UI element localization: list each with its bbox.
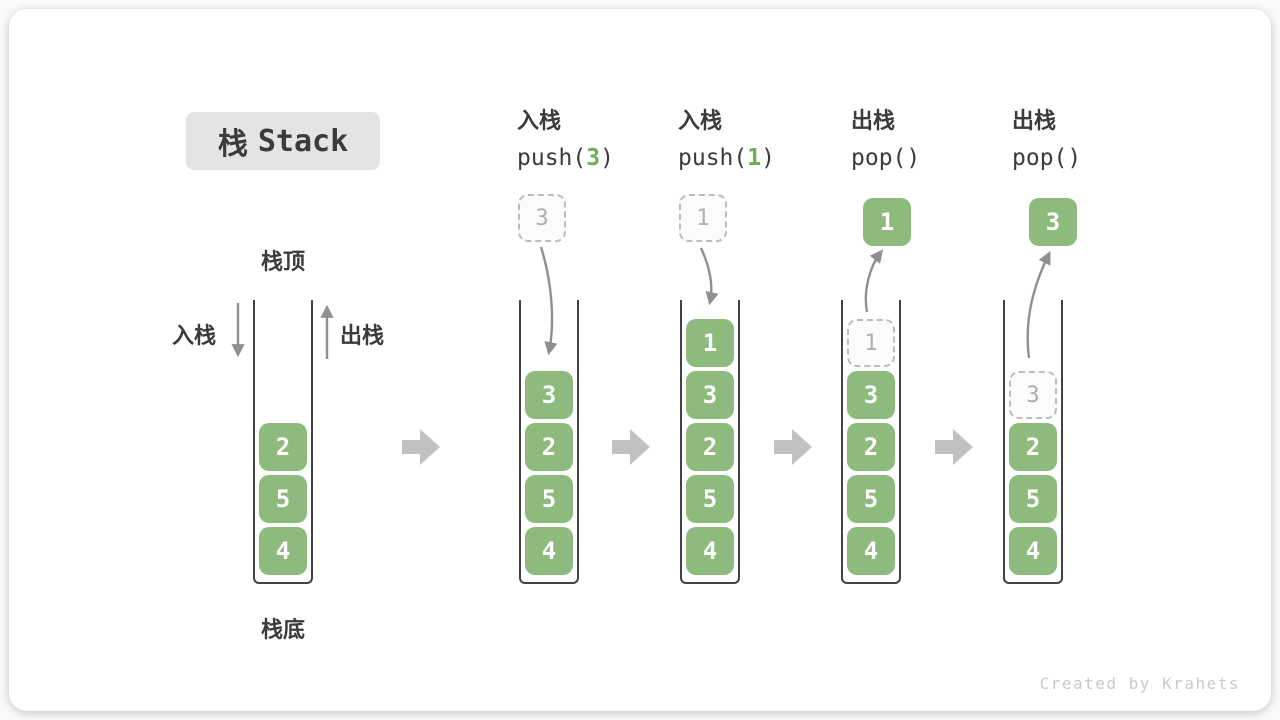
- op-code: pop(): [851, 140, 1011, 176]
- stack-container-1: [253, 300, 313, 584]
- op-zh-label: 入栈: [678, 109, 723, 134]
- op-zh-label: 出栈: [1012, 109, 1057, 134]
- stack-cell: 4: [686, 527, 734, 575]
- stack-cell: 5: [259, 475, 307, 523]
- incoming-value-box: 1: [679, 194, 727, 242]
- step-arrow-icon: [402, 429, 440, 465]
- stack-cell: 2: [847, 423, 895, 471]
- incoming-value-box: 3: [518, 194, 566, 242]
- stack-container-5: [1003, 300, 1063, 584]
- stack-cell: 2: [686, 423, 734, 471]
- stack-cell: 3: [686, 371, 734, 419]
- title-en: Stack: [257, 123, 349, 159]
- stack-cell: 4: [847, 527, 895, 575]
- stack-cell: 5: [847, 475, 895, 523]
- pop-direction-label: 出栈: [340, 324, 385, 349]
- stack-cell: 5: [686, 475, 734, 523]
- ghost-cell: 1: [847, 319, 895, 367]
- op-close: ): [761, 145, 775, 171]
- stack-container-3: [680, 300, 740, 584]
- stack-cell: 3: [847, 371, 895, 419]
- push-direction-label: 入栈: [172, 324, 217, 349]
- step-arrow-icon: [612, 429, 650, 465]
- watermark: Created by Krahets: [1039, 674, 1240, 693]
- op-close: ): [1067, 145, 1082, 171]
- step-arrow-icon: [935, 429, 973, 465]
- title-zh: 栈: [217, 127, 248, 162]
- op-close: ): [906, 145, 921, 171]
- stack-cell: 4: [259, 527, 307, 575]
- ghost-cell: 3: [1009, 371, 1057, 419]
- stack-container-4: [841, 300, 901, 584]
- stack-cell: 2: [259, 423, 307, 471]
- op-zh-label: 出栈: [851, 109, 896, 134]
- op-close: ): [600, 145, 614, 171]
- op-arg: 1: [747, 145, 762, 171]
- title-badge: 栈 Stack: [186, 112, 380, 170]
- stack-cell: 4: [525, 527, 573, 575]
- popped-value-box: 3: [1029, 198, 1077, 246]
- op-fn: push(: [517, 145, 587, 171]
- op-arg: 3: [586, 145, 601, 171]
- stack-cell: 2: [1009, 423, 1057, 471]
- op-code: push(1): [678, 140, 838, 176]
- stack-cell: 3: [525, 371, 573, 419]
- step-arrow-icon: [774, 429, 812, 465]
- stack-cell: 4: [1009, 527, 1057, 575]
- op-code: push(3): [517, 140, 677, 176]
- stack-bottom-label: 栈底: [260, 618, 305, 643]
- op-header-push-3: 入栈 push(3): [517, 104, 677, 176]
- stack-cell: 5: [525, 475, 573, 523]
- stack-container-2: [519, 300, 579, 584]
- op-zh-label: 入栈: [517, 109, 562, 134]
- op-fn: pop(: [1012, 145, 1068, 171]
- op-header-pop-1: 出栈 pop(): [851, 104, 1011, 176]
- stack-cell: 5: [1009, 475, 1057, 523]
- stack-cell: 1: [686, 319, 734, 367]
- popped-value-box: 1: [863, 198, 911, 246]
- op-code: pop(): [1012, 140, 1172, 176]
- stack-top-label: 栈顶: [260, 250, 305, 275]
- stack-cell: 2: [525, 423, 573, 471]
- op-header-push-1: 入栈 push(1): [678, 104, 838, 176]
- op-header-pop-3: 出栈 pop(): [1012, 104, 1172, 176]
- op-fn: pop(: [851, 145, 907, 171]
- op-fn: push(: [678, 145, 748, 171]
